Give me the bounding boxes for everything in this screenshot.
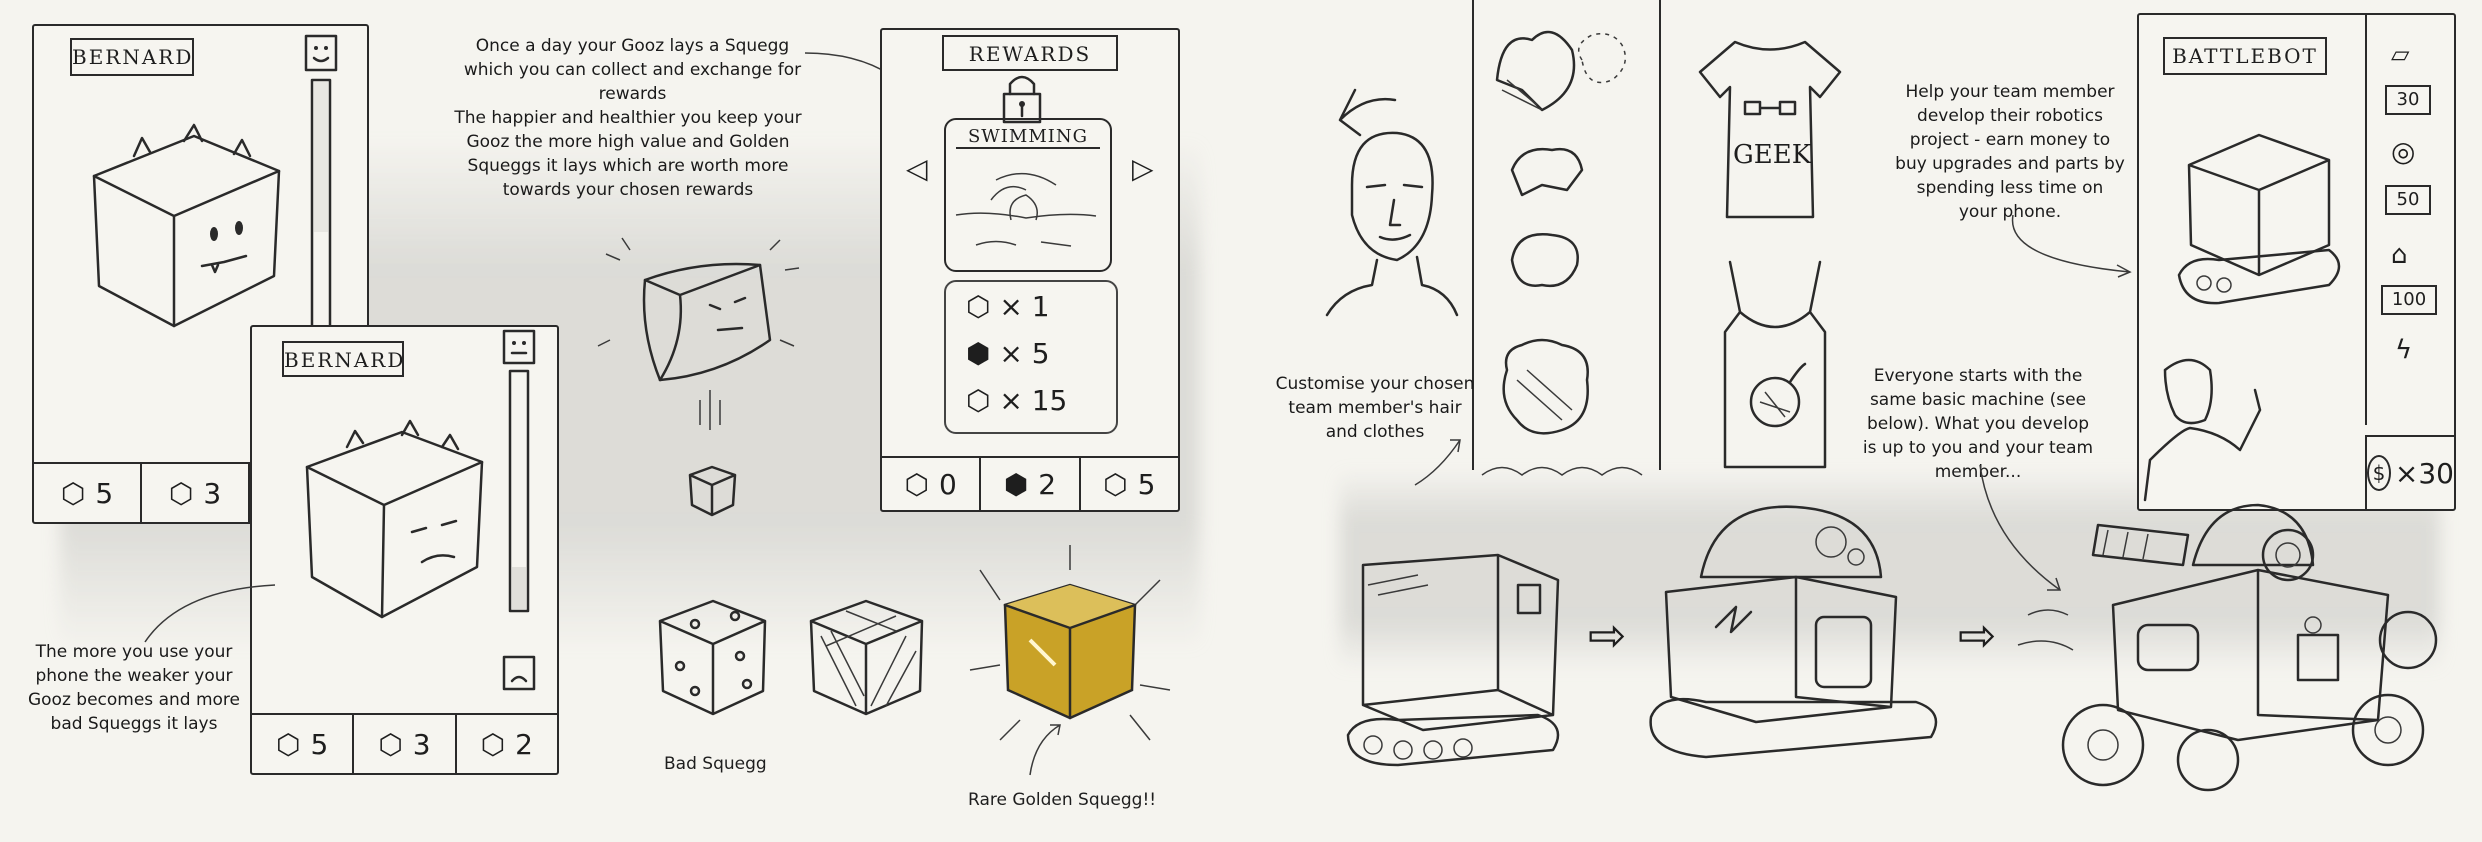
robot-battlebot — [2017, 503, 2438, 792]
health-meter — [502, 329, 536, 691]
caption-customise: Customise your chosen team member's hair… — [1275, 374, 1475, 442]
tshirt-text: GEEK — [1733, 140, 1812, 170]
caption-phone-usage: The more you use your phone the weaker y… — [27, 642, 240, 734]
hair-option-short — [1510, 147, 1584, 197]
golden-cube-icon: ⬡ — [966, 290, 991, 323]
dotted-cube-icon: ⬡ — [966, 384, 991, 417]
high-value-squegg-cube — [809, 599, 924, 716]
hair-option-spiky — [1495, 30, 1576, 112]
next-reward-arrow[interactable]: ▷ — [1132, 152, 1154, 185]
cube-icon: ⬡ — [276, 727, 301, 761]
squegg-count-golden: ⬡0 — [882, 458, 982, 510]
striped-cube-icon: ⬢ — [1003, 467, 1029, 501]
pet-name-title: BERNARD — [282, 341, 404, 377]
part-price-wheel[interactable]: 50 — [2385, 185, 2431, 215]
lock-icon — [1002, 75, 1042, 124]
squegg-count-bar: ⬡5 ⬡3 — [34, 462, 367, 522]
gooz-sad-cube — [305, 419, 484, 619]
lightning-part-icon: ϟ — [2395, 335, 2413, 365]
squegg-count-high: ⬢2 — [981, 458, 1081, 510]
gooz-happy-cube — [92, 123, 281, 328]
squegg-count-bad: ⬡2 — [480, 727, 533, 761]
part-price-cannon[interactable]: 100 — [2381, 285, 2437, 315]
health-meter — [304, 34, 338, 352]
evolution-arrow-icon: ⇨ — [1958, 608, 1997, 662]
cost-row-bad: ⬡ × 15 — [966, 384, 1068, 417]
hair-option-curly — [1510, 233, 1579, 288]
team-member-character — [2143, 358, 2262, 502]
previous-reward-arrow[interactable]: ◁ — [906, 152, 928, 185]
golden-squegg-cube — [969, 545, 1171, 741]
rewards-title: REWARDS — [942, 35, 1118, 71]
hair-option-bald — [1577, 33, 1627, 84]
reward-name: SWIMMING — [956, 126, 1100, 149]
striped-cube-icon: ⬢ — [966, 337, 991, 370]
cube-icon: ⬡ — [480, 727, 506, 761]
tshirt-option[interactable] — [1695, 32, 1845, 227]
pet-name-title: BERNARD — [70, 38, 194, 76]
squegg-count-normal: ⬡5 — [34, 464, 142, 522]
hair-option-long — [1502, 338, 1589, 435]
divider — [1472, 0, 1474, 470]
divider — [1659, 0, 1661, 470]
phone-sad-gooz: BERNARD ⬡5 ⬡3 ⬡2 — [250, 325, 559, 775]
cube-icon: ⬡ — [60, 476, 86, 510]
bad-squegg-label: Bad Squegg — [664, 754, 767, 774]
wheel-part-icon: ◎ — [2391, 135, 2416, 168]
swimmer-illustration — [955, 172, 1097, 247]
squegg-count-high: ⬡3 — [142, 464, 250, 522]
golden-squegg-label: Rare Golden Squegg!! — [968, 790, 1157, 810]
pointer-arrow — [144, 584, 276, 643]
caption-help-team: Help your team member develop their robo… — [1895, 82, 2125, 222]
team-member-head — [1325, 131, 1459, 317]
coin-icon: $ — [2367, 455, 2391, 491]
cube-icon: ⬡ — [168, 476, 194, 510]
robot-base-cube — [2177, 133, 2341, 305]
squegg-count-bar: ⬡0 ⬢2 ⬡5 — [882, 456, 1178, 510]
cube-icon: ⬡ — [904, 467, 929, 501]
cost-row-high: ⬢ × 5 — [966, 337, 1050, 370]
cannon-part-icon: ⌂ — [2391, 240, 2408, 270]
part-price-tracks[interactable]: 30 — [2385, 85, 2431, 115]
hair-options-list[interactable] — [1481, 20, 1652, 480]
money-counter: $ ×30 — [2365, 435, 2454, 509]
squegg-being-laid — [597, 237, 800, 517]
cube-icon: ⬡ — [378, 727, 403, 761]
divider — [2365, 15, 2367, 425]
pointer-arrow — [2011, 214, 2132, 278]
squegg-count-normal: ⬡5 — [252, 715, 355, 773]
caption-happier: The happier and healthier you keep your … — [454, 108, 802, 200]
reward-cost-panel: ⬡ × 1 ⬢ × 5 ⬡ × 15 — [944, 280, 1118, 434]
parts-shop-list: 30 50 100 ▱ ◎ ⌂ ϟ — [2377, 35, 2447, 425]
pointer-arrow — [1029, 724, 1061, 776]
tracks-part-icon: ▱ — [2391, 40, 2410, 68]
cost-row-golden: ⬡ × 1 — [966, 290, 1050, 323]
squegg-count-bar: ⬡5 ⬡3 ⬡2 — [252, 713, 557, 773]
dotted-cube-icon: ⬡ — [1103, 467, 1128, 501]
back-arrow-icon[interactable] — [1325, 60, 1405, 150]
pointer-arrow — [1414, 439, 1461, 486]
phone-rewards: REWARDS ◁ ▷ SWIMMING ⬡ × 1 ⬢ × 5 ⬡ × 15 … — [880, 28, 1180, 512]
battlebot-title: BATTLEBOT — [2163, 37, 2327, 75]
pointer-arrow — [1979, 464, 2062, 591]
bomb-tanktop-option[interactable] — [1710, 252, 1840, 477]
caption-everyone-starts: Everyone starts with the same basic mach… — [1862, 366, 2094, 482]
evolution-arrow-icon: ⇨ — [1588, 608, 1627, 662]
squegg-count-bad: ⬡5 — [1103, 467, 1156, 501]
robot-basic — [1346, 553, 1560, 767]
reward-card[interactable]: SWIMMING — [944, 118, 1112, 272]
robot-upgraded — [1649, 505, 1938, 759]
caption-daily-squegg: Once a day your Gooz lays a Squegg which… — [463, 36, 802, 104]
bad-squegg-cube — [658, 599, 767, 716]
squegg-count-high: ⬡3 — [354, 715, 457, 773]
